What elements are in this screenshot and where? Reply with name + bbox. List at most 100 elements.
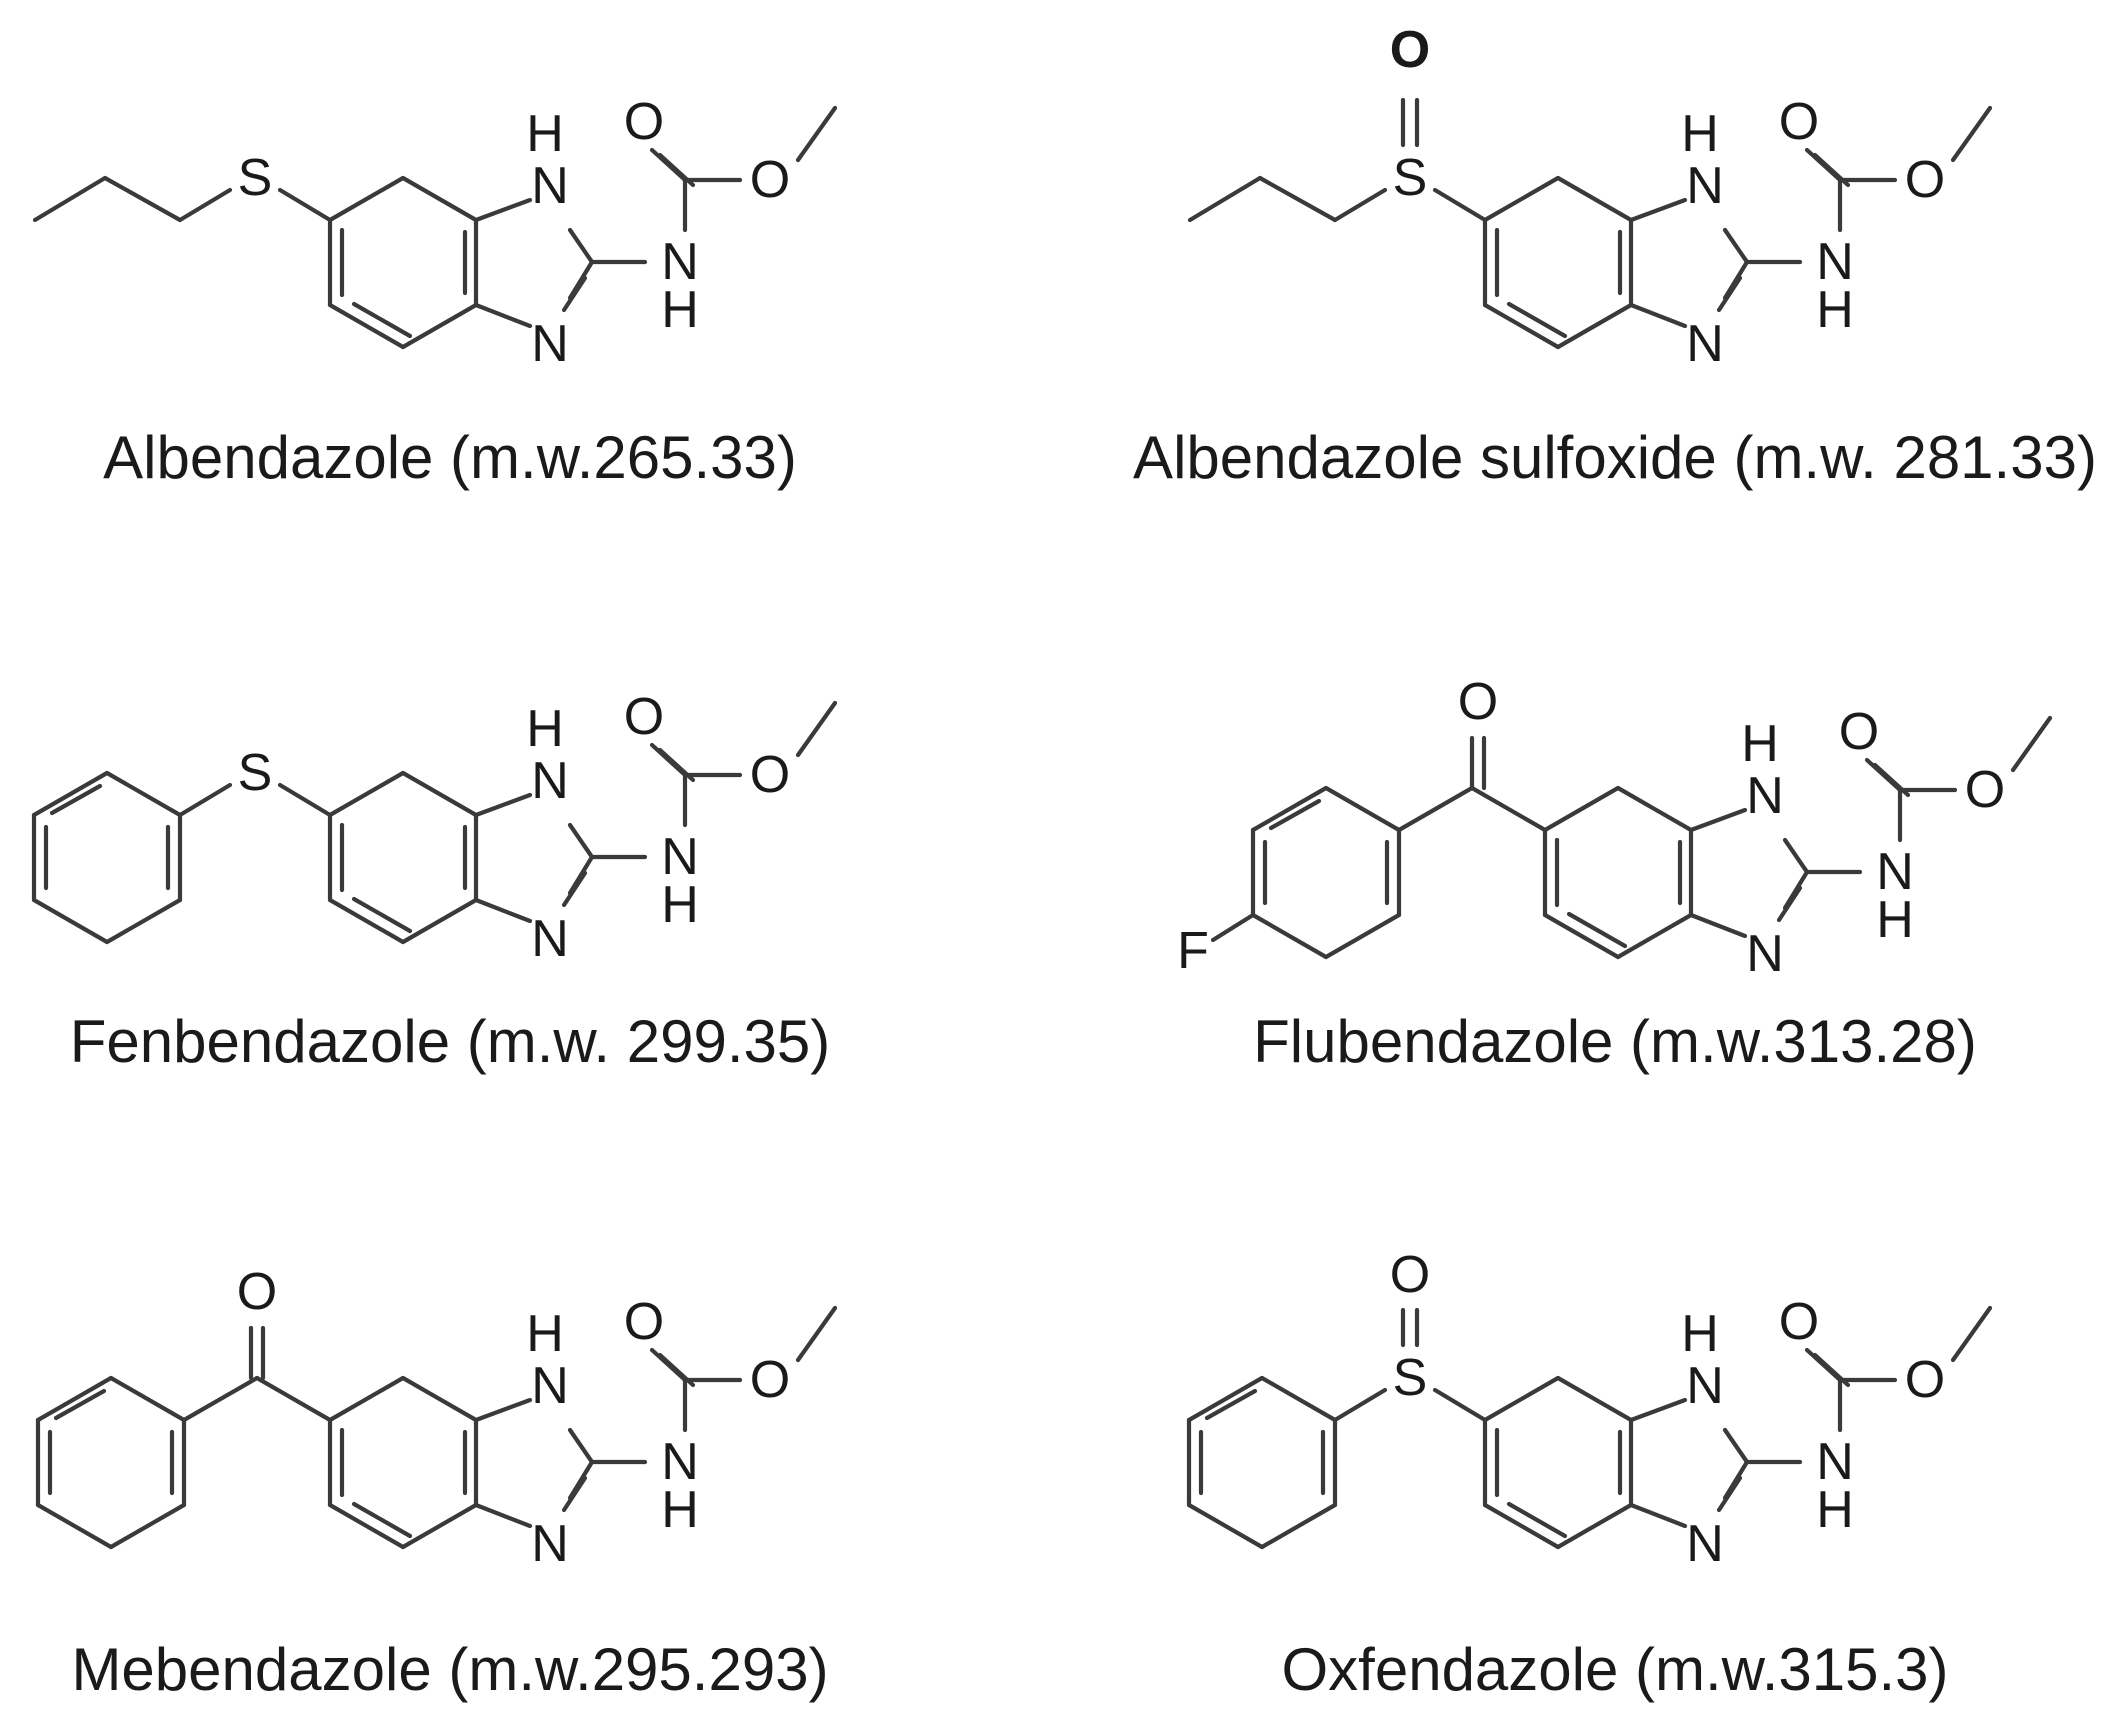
methyl-bond xyxy=(795,700,838,758)
imidazole-double-bond xyxy=(561,275,588,313)
fluoro-bond xyxy=(1210,912,1256,943)
compound-caption: Flubendazole (m.w.313.28) xyxy=(1253,1008,1977,1075)
atom-O: O xyxy=(1779,93,1819,151)
atom-N: N xyxy=(661,233,699,291)
imidazole-bond xyxy=(473,1502,533,1529)
atom-H: H xyxy=(661,876,699,934)
imidazole-bond xyxy=(1628,1397,1688,1423)
atom-H: H xyxy=(1741,715,1779,773)
phenyl-link-bond xyxy=(1332,1387,1388,1423)
phenyl-ring-bond xyxy=(1186,1502,1265,1550)
atom-O: O xyxy=(1458,673,1498,731)
atom-N: N xyxy=(1746,925,1784,983)
imidazole-bond xyxy=(1628,1502,1688,1529)
thioether-bond xyxy=(277,187,333,223)
imidazole-bond xyxy=(567,1427,595,1465)
methyl-bond xyxy=(795,1305,838,1363)
phenyl-inner-bond xyxy=(53,1388,107,1421)
imidazole-bond xyxy=(567,822,595,860)
atom-O: O xyxy=(624,1293,664,1351)
atom-N: N xyxy=(1876,843,1914,901)
atom-H: H xyxy=(526,105,564,163)
ring-bond xyxy=(327,302,406,350)
atom-S: S xyxy=(1393,149,1428,207)
imidazole-bond xyxy=(473,302,533,329)
ring-bond xyxy=(400,1502,479,1550)
compound-caption: Albendazole sulfoxide (m.w. 281.33) xyxy=(1133,424,2097,491)
phenyl-ring-bond xyxy=(35,1502,114,1550)
atom-N: N xyxy=(531,157,569,215)
atom-N: N xyxy=(1816,233,1854,291)
atom-H: H xyxy=(526,700,564,758)
propyl-bond xyxy=(1257,175,1338,223)
ring-bond xyxy=(1555,175,1634,223)
aromatic-inner-bond xyxy=(1566,911,1628,949)
phenyl-ring-bond xyxy=(108,1375,187,1423)
atom-N: N xyxy=(531,1515,569,1573)
imidazole-bond xyxy=(1688,807,1748,833)
phenyl-ring-bond xyxy=(104,897,183,945)
atom-N: N xyxy=(531,910,569,968)
methyl-bond xyxy=(1950,105,1993,163)
methyl-bond xyxy=(795,105,838,163)
atom-O: O xyxy=(1965,761,2005,819)
atom-N: N xyxy=(1686,1357,1724,1415)
ketone-bond xyxy=(1396,785,1475,833)
propyl-bond xyxy=(32,175,108,223)
atom-H: H xyxy=(661,1481,699,1539)
compound-caption: Fenbendazole (m.w. 299.35) xyxy=(70,1008,830,1075)
phenyl-inner-bond xyxy=(49,783,103,816)
phenyl-ring-bond xyxy=(1259,1502,1338,1550)
atom-N: N xyxy=(531,315,569,373)
imidazole-bond xyxy=(473,1397,533,1423)
ring-bond xyxy=(1555,1502,1634,1550)
ring-bond xyxy=(1542,785,1621,833)
imidazole-bond xyxy=(1688,912,1748,939)
atom-N: N xyxy=(661,1433,699,1491)
atom-O: O xyxy=(750,151,790,209)
imidazole-bond xyxy=(1722,1427,1750,1465)
propyl-bond xyxy=(1332,187,1388,223)
compound-caption: Mebendazole (m.w.295.293) xyxy=(71,1636,828,1703)
aromatic-inner-bond xyxy=(1506,1501,1568,1539)
ring-bond xyxy=(400,1375,479,1423)
ketone-bond xyxy=(1469,785,1548,833)
ring-bond xyxy=(400,302,479,350)
aromatic-inner-bond xyxy=(1506,301,1568,339)
methyl-bond xyxy=(1950,1305,1993,1363)
atom-N: N xyxy=(531,752,569,810)
atom-O: O xyxy=(1905,151,1945,209)
atom-O: O xyxy=(1390,21,1430,79)
sulfinyl-bond xyxy=(1432,187,1488,223)
phenyl-ring-bond xyxy=(1323,785,1402,833)
atom-O: O xyxy=(1839,703,1879,761)
ring-bond xyxy=(400,175,479,223)
phenyl-ring-bond xyxy=(1323,912,1402,960)
aromatic-inner-bond xyxy=(351,301,413,339)
phenyl-ring-bond xyxy=(1259,1375,1338,1423)
ring-bond xyxy=(1542,912,1621,960)
imidazole-bond xyxy=(1628,197,1688,223)
atom-O: O xyxy=(237,1263,277,1321)
ketone-bond xyxy=(181,1375,260,1423)
atom-O: O xyxy=(624,93,664,151)
atom-N: N xyxy=(1816,1433,1854,1491)
ring-bond xyxy=(400,770,479,818)
atom-S: S xyxy=(238,149,273,207)
atom-O: O xyxy=(750,1351,790,1409)
atom-N: N xyxy=(1686,157,1724,215)
phenyl-ring-bond xyxy=(1250,912,1329,960)
atom-S: S xyxy=(1393,1349,1428,1407)
propyl-bond xyxy=(177,187,233,223)
ring-bond xyxy=(327,770,406,818)
imidazole-double-bond xyxy=(1716,1475,1743,1513)
phenyl-ring-bond xyxy=(108,1502,187,1550)
thioether-bond xyxy=(277,782,333,818)
phenyl-link-bond xyxy=(177,782,233,818)
atom-S: S xyxy=(238,744,273,802)
ring-bond xyxy=(1482,1502,1561,1550)
